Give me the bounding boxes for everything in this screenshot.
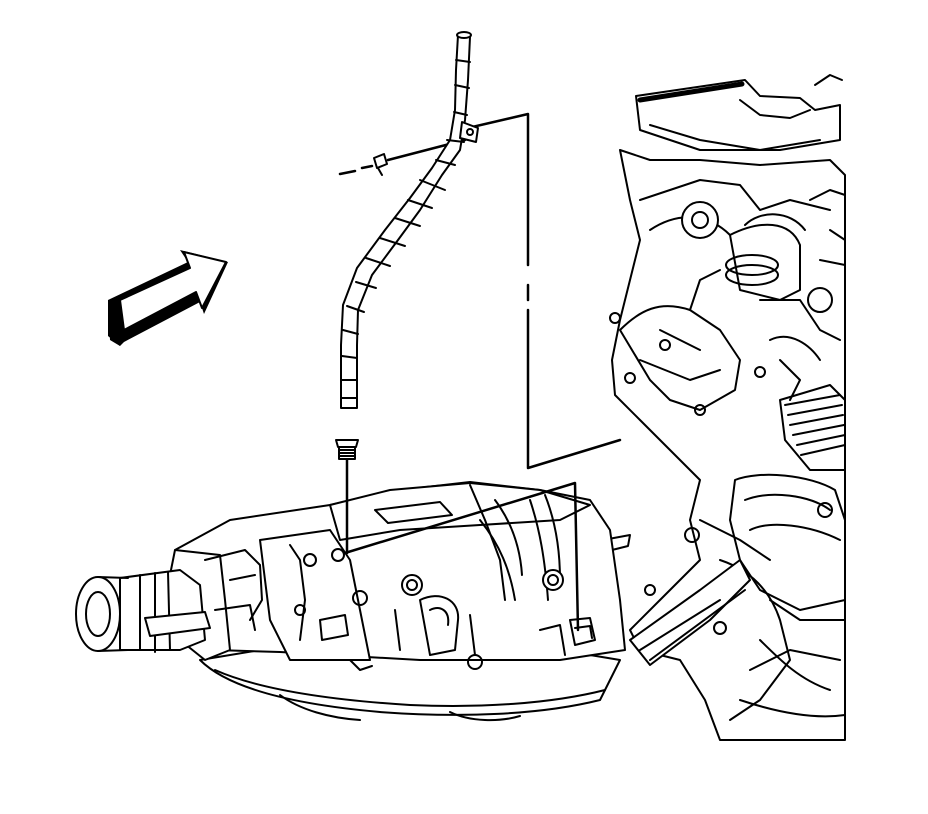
transmission-fill-tube [340,31,472,409]
direction-arrow-icon [108,250,228,346]
engine-block [609,74,846,741]
tube-mounting-bolt [373,121,479,176]
tube-seal [335,439,359,460]
leader-lines [338,112,622,632]
transmission-assembly [75,481,626,722]
